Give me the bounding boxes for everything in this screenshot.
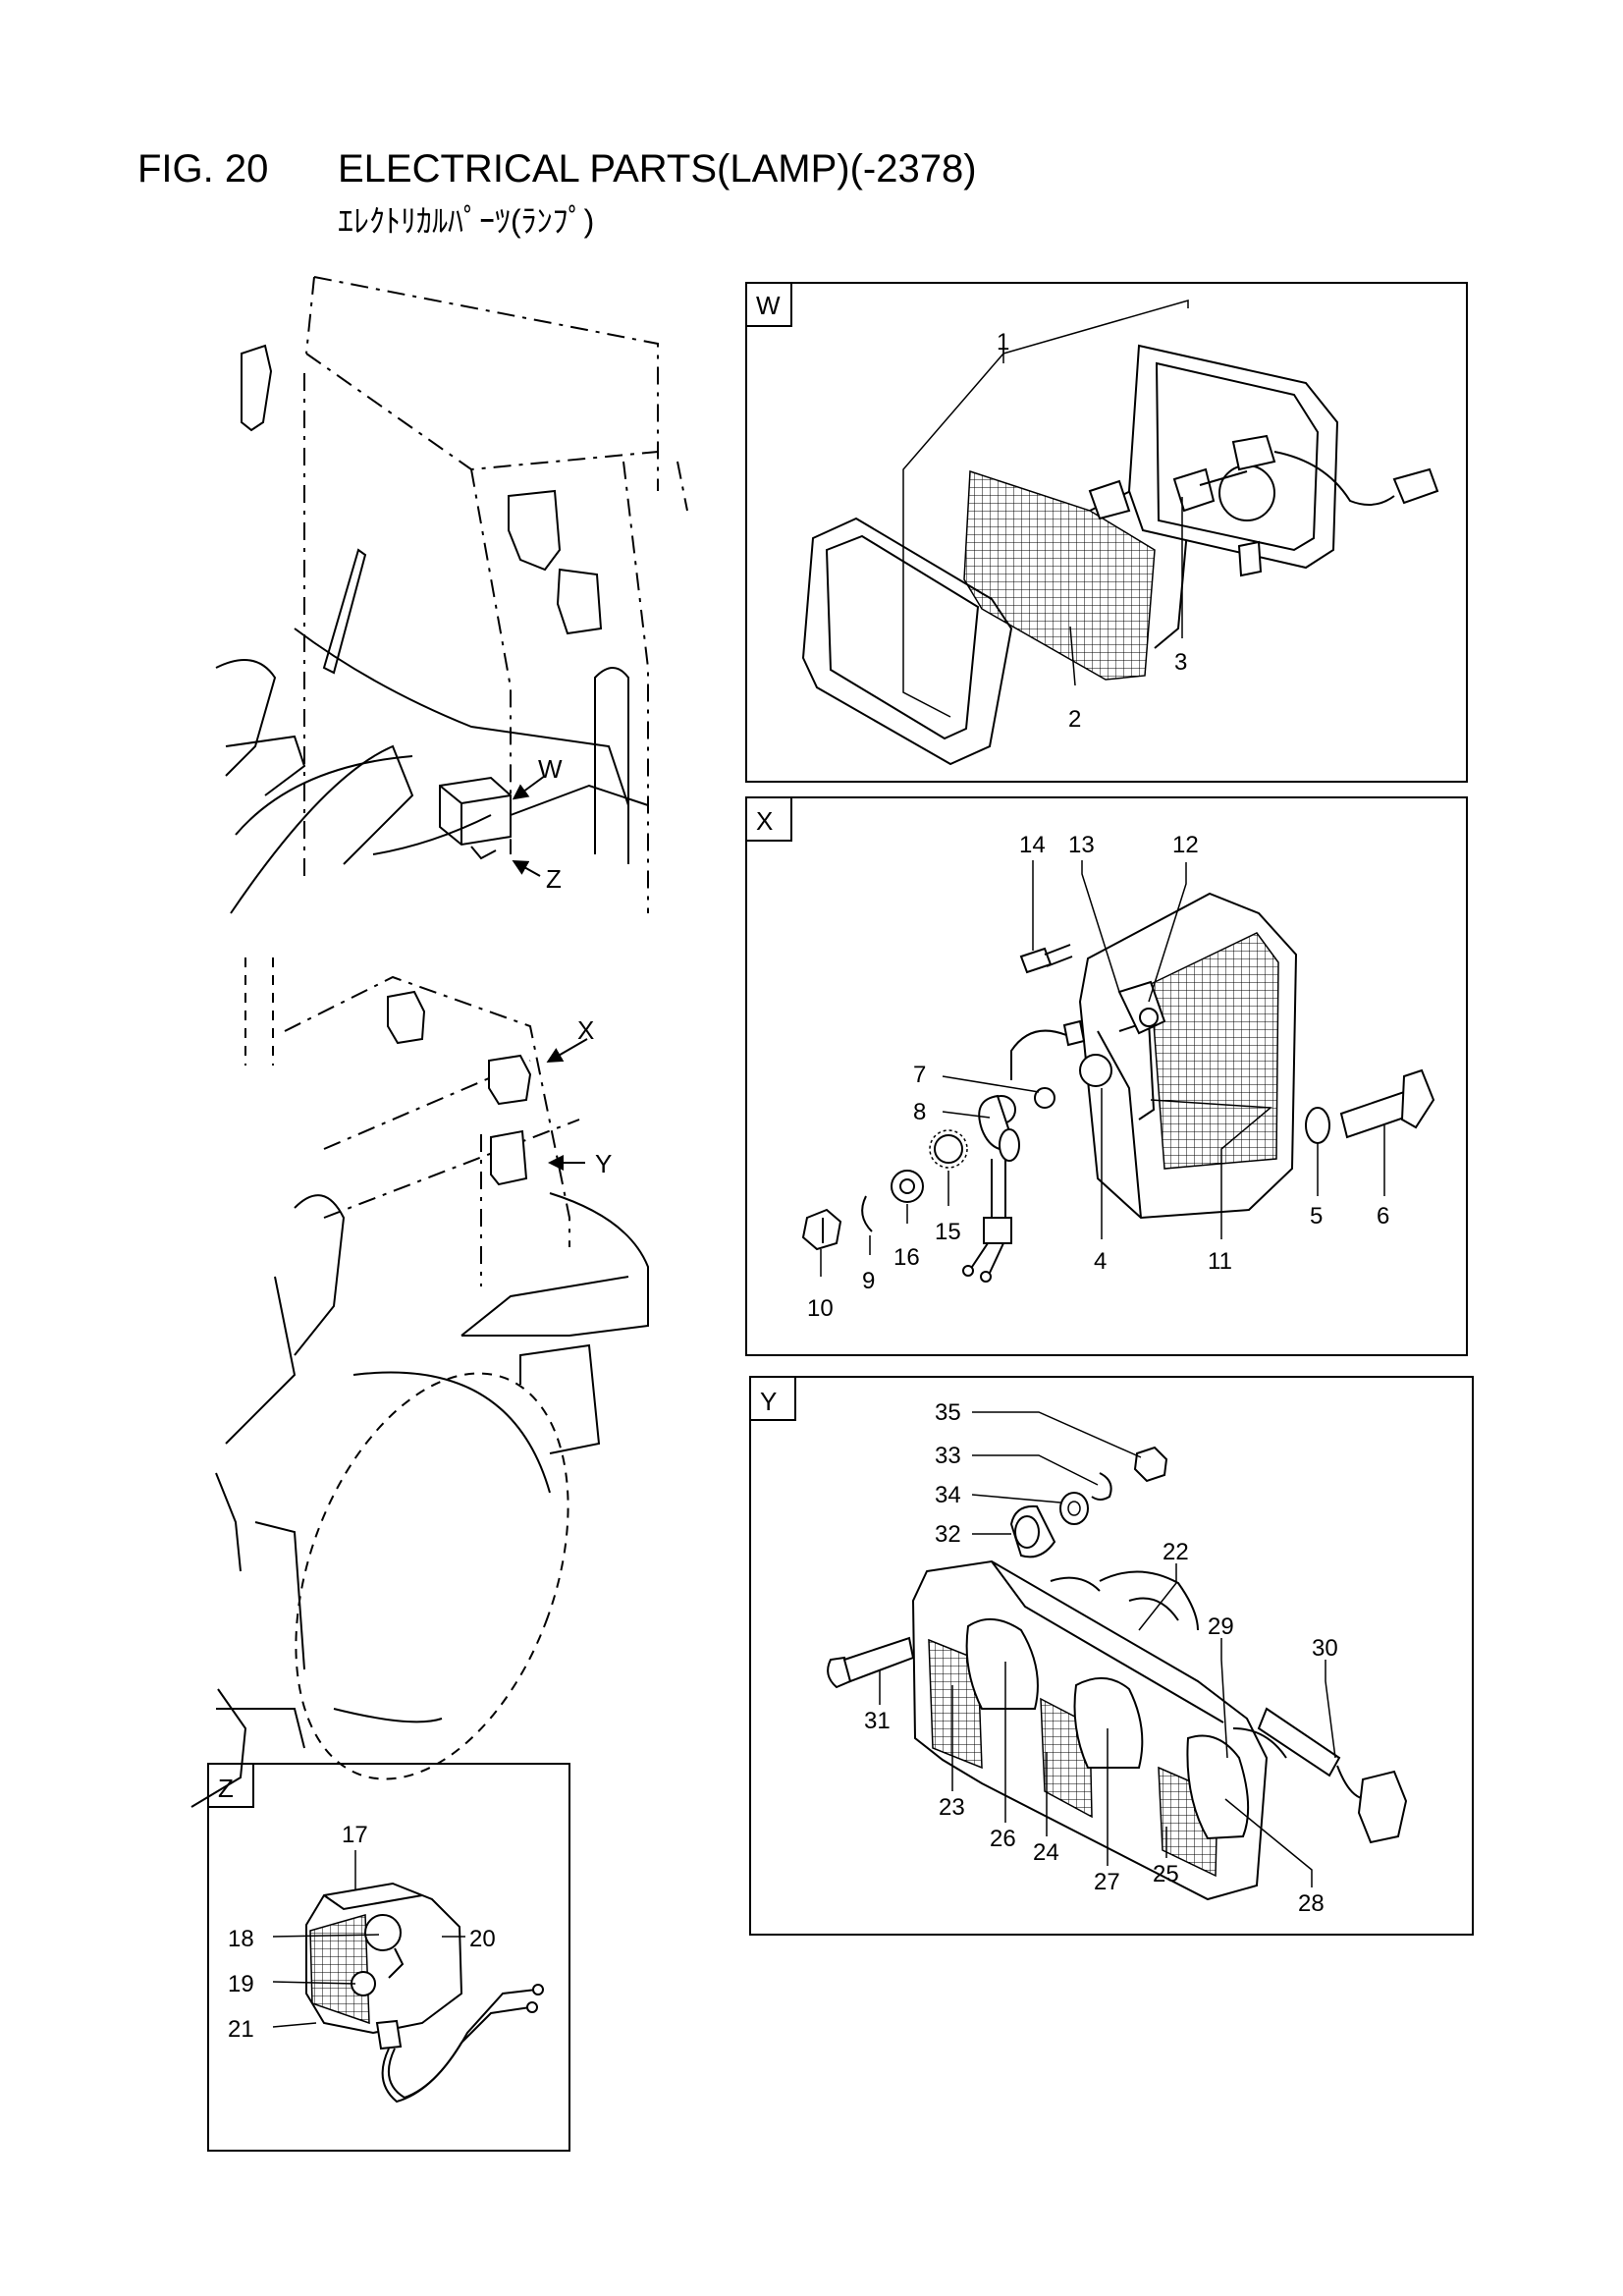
panel-x: X — [745, 796, 1468, 1356]
panel-z: Z — [207, 1763, 570, 2152]
callout-7: 7 — [913, 1062, 926, 1088]
callout-35: 35 — [935, 1399, 961, 1426]
callout-8: 8 — [913, 1099, 926, 1125]
callout-17: 17 — [342, 1822, 368, 1848]
callout-25: 25 — [1153, 1861, 1179, 1887]
callout-28: 28 — [1298, 1890, 1325, 1917]
callout-20: 20 — [469, 1926, 496, 1952]
machine-overview-lower — [190, 957, 649, 1808]
figure-number: FIG. 20 — [137, 147, 269, 191]
arrow-label-z: Z — [546, 864, 562, 894]
panel-z-tag: Z — [218, 1774, 234, 1803]
callout-22: 22 — [1163, 1539, 1189, 1565]
panel-w: W — [745, 282, 1468, 783]
callout-24: 24 — [1033, 1839, 1059, 1866]
callout-9: 9 — [862, 1268, 875, 1294]
callout-19: 19 — [228, 1971, 254, 1997]
arrow-label-y: Y — [595, 1149, 612, 1178]
callout-2: 2 — [1068, 706, 1081, 733]
callout-10: 10 — [807, 1295, 834, 1322]
figure-subtitle: ｴﾚｸﾄﾘｶﾙﾊﾟｰﾂ(ﾗﾝﾌﾟ) — [338, 203, 595, 239]
figure-title: ELECTRICAL PARTS(LAMP)(-2378) — [338, 147, 977, 191]
panel-w-tag: W — [756, 291, 781, 320]
arrow-label-w: W — [538, 754, 563, 784]
callout-26: 26 — [990, 1826, 1016, 1852]
machine-overview-upper — [215, 276, 688, 914]
panel-y-tag: Y — [760, 1387, 777, 1416]
callout-1: 1 — [997, 329, 1009, 355]
callout-34: 34 — [935, 1482, 961, 1508]
callout-27: 27 — [1094, 1869, 1120, 1895]
callout-13: 13 — [1068, 832, 1095, 858]
panel-x-tag: X — [756, 806, 773, 836]
callout-31: 31 — [864, 1708, 891, 1734]
callout-6: 6 — [1377, 1203, 1389, 1230]
panel-y: Y — [749, 1376, 1474, 1936]
callout-32: 32 — [935, 1521, 961, 1548]
callout-18: 18 — [228, 1926, 254, 1952]
callout-29: 29 — [1208, 1613, 1234, 1640]
callout-15: 15 — [935, 1219, 961, 1245]
callout-11: 11 — [1208, 1248, 1232, 1275]
arrow-label-x: X — [577, 1015, 594, 1045]
callout-14: 14 — [1019, 832, 1046, 858]
callout-12: 12 — [1172, 832, 1199, 858]
callout-5: 5 — [1310, 1203, 1323, 1230]
callout-23: 23 — [939, 1794, 965, 1821]
callout-30: 30 — [1312, 1635, 1338, 1662]
callout-4: 4 — [1094, 1248, 1107, 1275]
callout-16: 16 — [893, 1244, 920, 1271]
callout-33: 33 — [935, 1443, 961, 1469]
callout-3: 3 — [1174, 649, 1187, 676]
callout-21: 21 — [228, 2016, 254, 2043]
